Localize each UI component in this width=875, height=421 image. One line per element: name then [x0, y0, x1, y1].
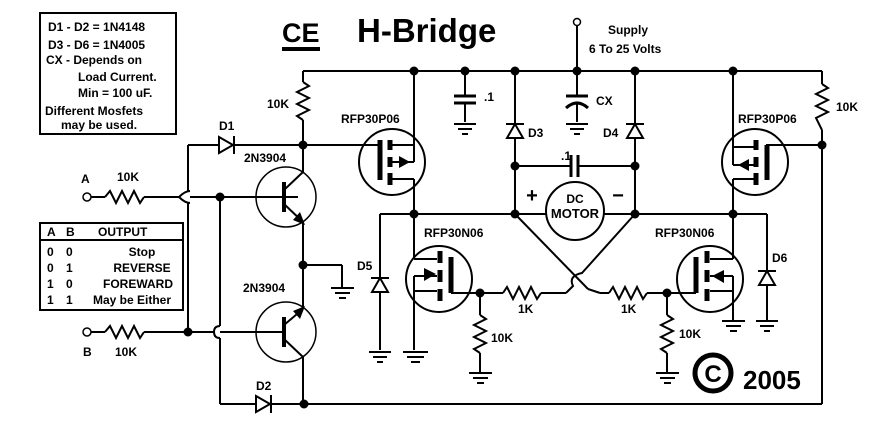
transistor-q-top: 2N3904	[244, 145, 317, 265]
input-a: A 10K	[81, 170, 298, 206]
resistor-label: 10K	[491, 331, 513, 345]
input-b: B 10K	[82, 323, 283, 359]
svg-text:0: 0	[66, 245, 73, 259]
diode-label: D4	[603, 126, 619, 140]
supply-terminal: Supply 6 To 25 Volts	[572, 17, 662, 71]
diode-label: D3	[528, 126, 544, 140]
motor-label: MOTOR	[551, 206, 600, 221]
resistor-label: 1K	[621, 302, 637, 316]
resistor-gate-left: 1K	[475, 284, 566, 316]
note-line: may be used.	[61, 118, 137, 132]
title-block: CE H-Bridge	[282, 12, 496, 51]
diode-d3: D3	[505, 71, 544, 166]
diode-d6: D6	[756, 214, 788, 332]
svg-text:May be Either: May be Either	[93, 293, 171, 307]
capacitor-supply: .1	[454, 71, 494, 135]
resistor-label: 10K	[117, 170, 139, 184]
input-a-terminal-icon	[82, 192, 92, 202]
nmos-right: RFP30N06	[655, 214, 745, 332]
motor-minus: −	[612, 185, 624, 207]
table-row: 0 1 REVERSE	[47, 261, 171, 275]
svg-text:0: 0	[66, 277, 73, 291]
resistor-pullup-left: 10K	[267, 71, 312, 145]
motor-plus: +	[526, 185, 538, 207]
table-row: 1 0 FOREWARD	[47, 277, 173, 291]
svg-text:1: 1	[66, 293, 73, 307]
mosfet-label: RFP30N06	[655, 226, 715, 240]
diode-d4: D4	[603, 71, 645, 166]
svg-text:0: 0	[47, 261, 54, 275]
capacitor-motor: .1	[510, 149, 640, 177]
supply-label: Supply	[608, 23, 648, 37]
note-line: Different Mosfets	[45, 104, 143, 118]
table-header: A	[47, 225, 56, 239]
table-header: B	[66, 225, 75, 239]
supply-range: 6 To 25 Volts	[589, 42, 662, 56]
capacitor-cx: CX	[564, 71, 613, 135]
note-line: Min = 100 uF.	[78, 86, 152, 100]
table-row: 1 1 May be Either	[47, 293, 171, 307]
resistor-gate-right: 1K	[600, 284, 672, 316]
resistor-label: 10K	[267, 97, 289, 111]
resistor-label: 10K	[836, 100, 858, 114]
nmos-left: RFP30N06	[403, 214, 484, 363]
resistor-label: 10K	[115, 345, 137, 359]
diode-d1: D1	[188, 119, 303, 155]
transistor-label: 2N3904	[244, 151, 286, 165]
diode-label: D1	[219, 119, 235, 133]
mosfet-label: RFP30P06	[341, 112, 400, 126]
ce-logo: CE	[282, 18, 320, 48]
transistor-q-bottom: 2N3904	[243, 265, 317, 404]
resistor-label: 1K	[518, 302, 534, 316]
notes-box: D1 - D2 = 1N4148 D3 - D6 = 1N4005 CX - D…	[39, 12, 177, 135]
svg-text:REVERSE: REVERSE	[113, 261, 170, 275]
dc-motor: DC MOTOR + −	[515, 181, 635, 241]
svg-text:1: 1	[47, 293, 54, 307]
input-label: A	[81, 172, 90, 186]
ce-logo-underline	[282, 47, 320, 51]
resistor-gnd-right: 10K	[656, 293, 701, 384]
capacitor-label: .1	[484, 90, 494, 104]
note-line: D3 - D6 = 1N4005	[48, 38, 145, 52]
mosfet-label: RFP30N06	[424, 226, 484, 240]
motor-label: DC	[566, 192, 584, 206]
diode-d2: D2	[220, 379, 822, 414]
table-header: OUTPUT	[98, 225, 148, 239]
page-title: H-Bridge	[357, 12, 496, 49]
truth-table: A B OUTPUT 0 0 Stop 0 1 REVERSE 1 0 FORE…	[39, 222, 184, 311]
note-line: CX - Depends on	[46, 53, 142, 67]
table-row: 0 0 Stop	[47, 245, 155, 259]
copyright-icon	[692, 352, 734, 394]
capacitor-label: CX	[596, 94, 613, 108]
resistor-pullup-right: 10K	[813, 71, 858, 145]
copyright: C 2005	[692, 352, 801, 395]
svg-text:C: C	[704, 361, 721, 388]
diode-label: D5	[357, 259, 373, 273]
transistor-label: 2N3904	[243, 281, 285, 295]
supply-terminal-icon	[572, 17, 582, 27]
diode-label: D6	[772, 251, 788, 265]
svg-text:FOREWARD: FOREWARD	[103, 277, 173, 291]
svg-text:Stop: Stop	[129, 245, 156, 259]
resistor-label: 10K	[679, 327, 701, 341]
note-line: D1 - D2 = 1N4148	[48, 20, 145, 34]
copyright-year: 2005	[743, 365, 801, 395]
svg-text:1: 1	[47, 277, 54, 291]
svg-text:0: 0	[47, 245, 54, 259]
input-label: B	[83, 345, 92, 359]
capacitor-label: .1	[561, 149, 571, 163]
resistor-gnd-left: 10K	[469, 293, 513, 384]
pmos-left: RFP30P06	[303, 71, 426, 214]
note-line: Load Current.	[78, 70, 157, 84]
svg-text:1: 1	[66, 261, 73, 275]
diode-d5: D5	[357, 214, 391, 363]
diode-label: D2	[256, 379, 272, 393]
mosfet-label: RFP30P06	[738, 112, 797, 126]
input-b-terminal-icon	[82, 327, 92, 337]
pmos-right: RFP30P06	[721, 71, 822, 214]
